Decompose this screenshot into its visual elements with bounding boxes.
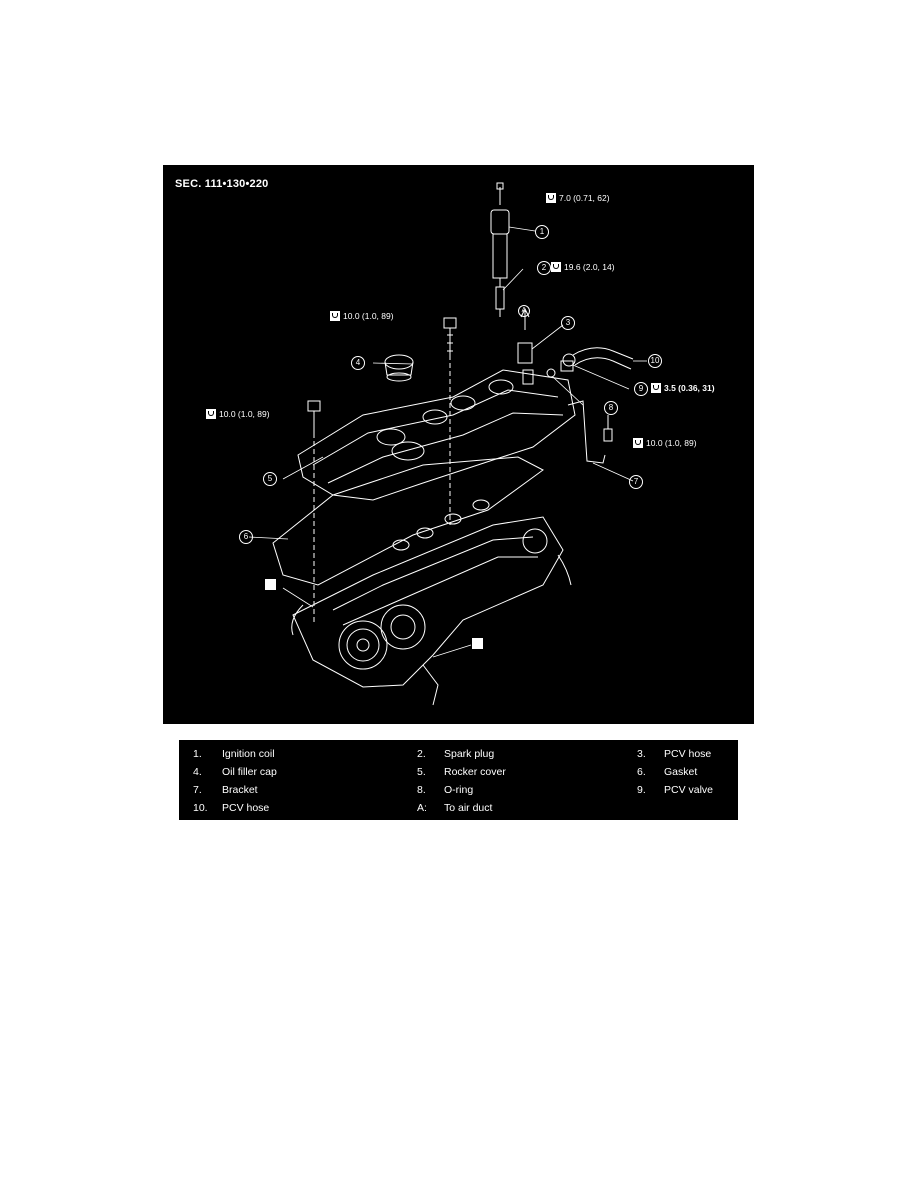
- legend-row: 4. Oil filler cap 5. Rocker cover 6. Gas…: [179, 766, 738, 784]
- callout-3: 3: [561, 316, 575, 330]
- legend-text: Spark plug: [444, 748, 495, 760]
- legend-text: O-ring: [444, 784, 474, 796]
- torque-value: 19.6 (2.0, 14): [564, 262, 615, 272]
- pcv-hose-10: [562, 347, 634, 370]
- legend-num: 6.: [637, 766, 646, 778]
- legend-num: 10.: [193, 802, 208, 814]
- torque-wrench-icon: [651, 383, 661, 393]
- callout-5: 5: [263, 472, 277, 486]
- torque-wrench-icon: [330, 311, 340, 321]
- engine-drawing: [248, 182, 647, 706]
- oil-filler-cap: [384, 354, 414, 382]
- torque-wrench-icon: [546, 193, 556, 203]
- legend-text: Gasket: [664, 766, 698, 778]
- torque-center-bolt: 10.0 (1.0, 89): [330, 311, 394, 321]
- callout-9: 9: [634, 382, 648, 396]
- gasket: [272, 456, 544, 586]
- left-bolt: [307, 400, 321, 625]
- legend-text: PCV hose: [664, 748, 712, 760]
- legend-row: 7. Bracket 8. O-ring 9. PCV valve: [179, 784, 738, 802]
- legend-row: 10. PCV hose A: To air duct: [179, 802, 738, 820]
- legend-num: A:: [417, 802, 427, 814]
- legend-text: Ignition coil: [222, 748, 275, 760]
- torque-pcv-valve: 3.5 (0.36, 31): [651, 383, 715, 393]
- legend-num: 9.: [637, 784, 646, 796]
- torque-coil-bolt: 7.0 (0.71, 62): [546, 193, 610, 203]
- callout-1: 1: [535, 225, 549, 239]
- callout-6: 6: [239, 530, 253, 544]
- pcv-hose-3: [517, 307, 533, 364]
- callout-2: 2: [537, 261, 551, 275]
- legend-row: 1. Ignition coil 2. Spark plug 3. PCV ho…: [179, 748, 738, 766]
- spark-plug: [495, 286, 505, 317]
- legend-num: 2.: [417, 748, 426, 760]
- legend-text: To air duct: [444, 802, 493, 814]
- rocker-cover: [297, 369, 576, 501]
- legend-num: 7.: [193, 784, 202, 796]
- legend-text: Bracket: [222, 784, 258, 796]
- legend-num: 5.: [417, 766, 426, 778]
- torque-value: 7.0 (0.71, 62): [559, 193, 610, 203]
- torque-left-bolt: 10.0 (1.0, 89): [206, 409, 270, 419]
- exploded-diagram: SEC. 111•130•220 7.0 (0.71, 62) 19.6 (2.…: [163, 165, 754, 724]
- torque-bracket-bolt: 10.0 (1.0, 89): [633, 438, 697, 448]
- section-label: SEC. 111•130•220: [175, 178, 269, 190]
- legend-text: PCV valve: [664, 784, 714, 796]
- legend-text: PCV hose: [222, 802, 270, 814]
- pcv-valve: [546, 360, 574, 378]
- torque-value: 3.5 (0.36, 31): [664, 383, 715, 393]
- bracket: [567, 400, 613, 464]
- torque-value: 10.0 (1.0, 89): [646, 438, 697, 448]
- torque-wrench-icon: [206, 409, 216, 419]
- callout-10: 10: [648, 354, 662, 368]
- callout-8: 8: [604, 401, 618, 415]
- callout-4: 4: [351, 356, 365, 370]
- ignition-coil: [490, 182, 510, 287]
- legend-num: 4.: [193, 766, 202, 778]
- callout-7: 7: [629, 475, 643, 489]
- cylinder-head: [291, 516, 572, 706]
- torque-value: 10.0 (1.0, 89): [343, 311, 394, 321]
- legend-num: 3.: [637, 748, 646, 760]
- torque-spark-plug: 19.6 (2.0, 14): [551, 262, 615, 272]
- torque-value: 10.0 (1.0, 89): [219, 409, 270, 419]
- parts-legend: 1. Ignition coil 2. Spark plug 3. PCV ho…: [179, 740, 738, 820]
- legend-text: Oil filler cap: [222, 766, 277, 778]
- torque-wrench-icon: [633, 438, 643, 448]
- torque-wrench-icon: [551, 262, 561, 272]
- legend-num: 1.: [193, 748, 202, 760]
- legend-text: Rocker cover: [444, 766, 506, 778]
- arrow-a-label: A: [518, 305, 530, 317]
- legend-num: 8.: [417, 784, 426, 796]
- center-bolt: [443, 317, 457, 525]
